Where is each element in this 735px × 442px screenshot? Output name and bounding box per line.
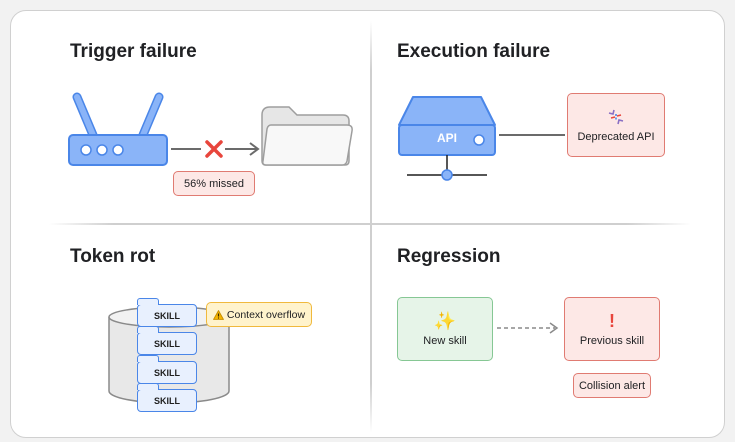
broken-link-icon — [608, 109, 624, 124]
router-icon — [68, 92, 168, 166]
api-server-icon — [398, 96, 496, 181]
deprecated-api-label: Deprecated API — [577, 130, 655, 143]
missed-rate-label: 56% missed — [184, 177, 244, 190]
trigger-failure-title: Trigger failure — [70, 41, 197, 62]
exclamation-icon: ! — [609, 311, 615, 331]
horizontal-divider — [49, 223, 691, 225]
warning-icon — [212, 309, 224, 320]
sparkle-icon: ✨ — [433, 311, 457, 331]
new-skill-label: New skill — [423, 335, 467, 347]
context-overflow-badge: Context overflow — [206, 302, 312, 327]
api-connection-line — [499, 134, 565, 136]
failed-connection — [171, 142, 260, 156]
new-skill-box: ✨ New skill — [397, 297, 493, 361]
api-server-label: API — [436, 131, 457, 145]
skill-chip: SKILL — [136, 326, 197, 355]
diagram-card: Trigger failure 56% missed Execution fai… — [10, 10, 725, 438]
missed-rate-badge: 56% missed — [173, 171, 255, 196]
previous-skill-label: Previous skill — [579, 335, 645, 347]
execution-failure-title: Execution failure — [397, 41, 551, 62]
collision-alert-label: Collision alert — [578, 379, 646, 392]
collision-alert-badge: Collision alert — [573, 373, 651, 398]
context-overflow-label: Context overflow — [226, 308, 306, 321]
x-mark-icon — [205, 140, 223, 158]
skill-chip: SKILL — [136, 298, 197, 327]
skill-chip: SKILL — [136, 383, 197, 412]
folder-icon — [261, 106, 353, 166]
skill-chip: SKILL — [136, 355, 197, 384]
vertical-divider — [370, 21, 372, 433]
dashed-arrow — [497, 322, 559, 334]
token-rot-title: Token rot — [70, 246, 156, 267]
regression-title: Regression — [397, 246, 501, 267]
deprecated-api-box: Deprecated API — [567, 93, 665, 157]
previous-skill-box: ! Previous skill — [564, 297, 660, 361]
